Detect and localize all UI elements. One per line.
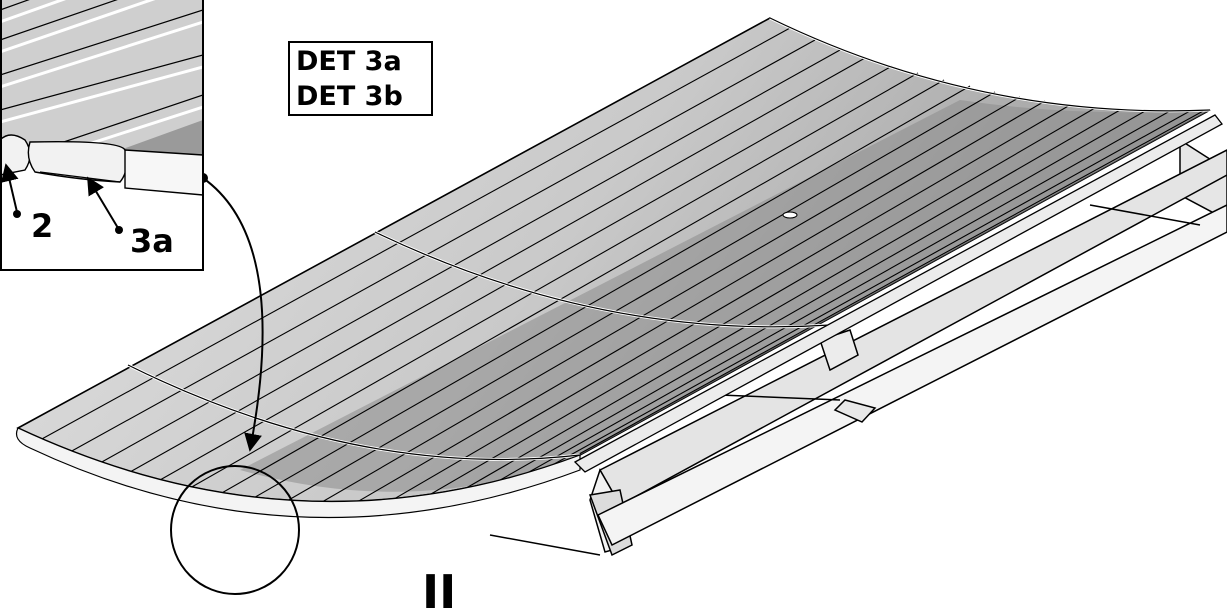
transverse-seams — [127, 16, 1211, 461]
detail-ref-line-2: DET 3b — [296, 81, 403, 112]
slat-lines — [39, 27, 1206, 514]
slot-mark — [782, 211, 798, 219]
detail-ref-line-1: DET 3a — [296, 46, 402, 77]
zoom-frame — [0, 0, 204, 271]
detail-reference-box: DET 3a DET 3b — [288, 41, 433, 116]
view-label: II — [422, 565, 456, 612]
pivot-tube — [573, 114, 1223, 473]
support-frame — [489, 138, 1227, 557]
curved-panel — [15, 16, 1223, 519]
leader-line — [202, 177, 264, 452]
callout-label-3a: 3a — [130, 222, 174, 260]
callout-label-2: 2 — [31, 207, 53, 245]
detail-circle — [170, 465, 300, 595]
zoom-inset: 2 3a — [0, 0, 204, 271]
front-edge — [15, 427, 581, 519]
